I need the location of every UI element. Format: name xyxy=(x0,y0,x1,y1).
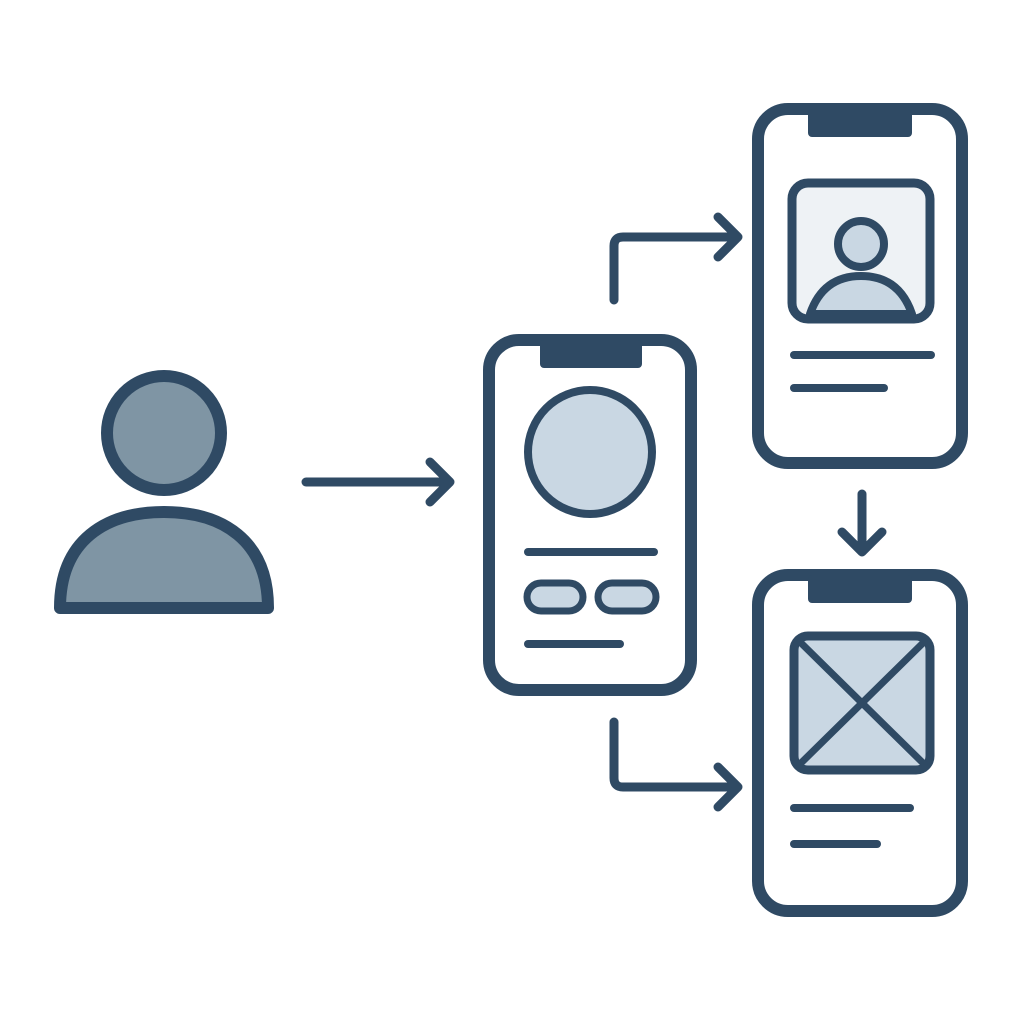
avatar-circle xyxy=(524,386,656,518)
user-icon xyxy=(54,370,274,614)
arrow-head xyxy=(837,527,887,557)
arrow-line xyxy=(609,232,739,305)
pill-button xyxy=(594,579,660,615)
arrow-head xyxy=(713,762,743,812)
phone-main xyxy=(483,334,697,696)
arrow-head xyxy=(425,457,455,507)
profile-shoulders xyxy=(806,272,916,318)
phone-media xyxy=(752,569,968,917)
phone-notch xyxy=(808,575,912,603)
arrow-profile-to-media xyxy=(837,489,887,557)
user-head xyxy=(101,370,227,496)
arrow-main-to-profile xyxy=(609,212,743,305)
phone-notch xyxy=(808,109,912,137)
phone-notch xyxy=(540,340,642,368)
phone-profile xyxy=(752,103,968,469)
arrow-main-to-media xyxy=(609,717,743,812)
arrow-head xyxy=(713,212,743,262)
arrow-line xyxy=(609,717,739,792)
user-body xyxy=(54,506,274,614)
arrow-user-to-main xyxy=(301,457,455,507)
profile-head xyxy=(834,217,888,271)
image-placeholder-cross xyxy=(796,638,928,768)
pill-button xyxy=(523,579,587,615)
